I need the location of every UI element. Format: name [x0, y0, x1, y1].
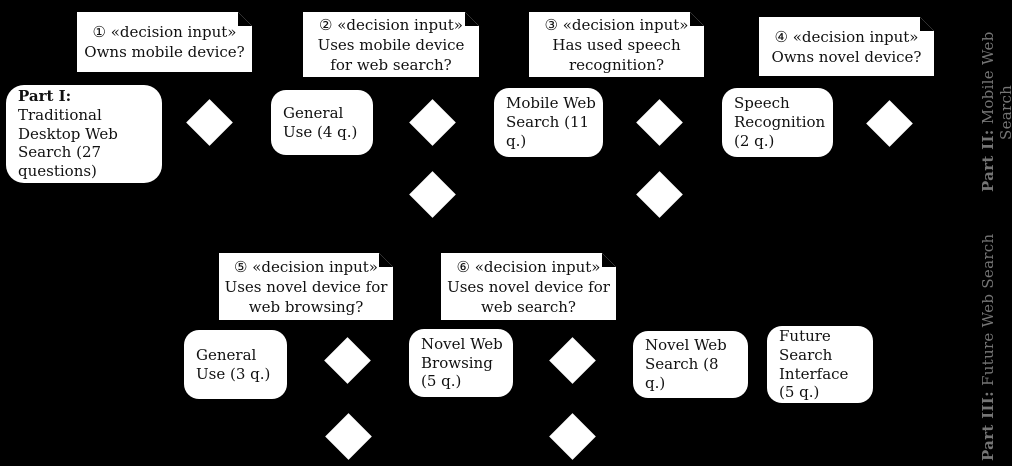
activity-body: General Use (3 q.): [196, 345, 271, 383]
side-label-prefix: Part II:: [979, 129, 997, 193]
note-question: Has used speech recognition?: [552, 35, 681, 74]
decision-diamond-4: [866, 100, 913, 147]
activity-body: Novel Web Browsing (5 q.): [421, 334, 503, 391]
side-label-part3-future-web-search: Part III: Future Web Search: [979, 232, 1005, 462]
activity-body: General Use (4 q.): [283, 103, 358, 141]
note-question: Uses novel device for web browsing?: [224, 277, 388, 316]
activity-speech-recognition-2q: Speech Recognition (2 q.): [722, 88, 833, 157]
note-decision-input-2: ② «decision input» Uses mobile device fo…: [303, 12, 479, 77]
note-label: ② «decision input»: [319, 15, 463, 34]
decision-diamond-2b: [409, 171, 456, 218]
activity-general-use-4q: General Use (4 q.): [271, 90, 373, 155]
folded-corner-icon: [690, 12, 704, 26]
note-decision-input-1: ① «decision input» Owns mobile device?: [77, 12, 252, 72]
decision-diamond-6b: [549, 413, 596, 460]
note-label: ⑤ «decision input»: [234, 257, 378, 276]
side-label-part2-mobile-web-search: Part II: Mobile Web Search: [979, 6, 1012, 218]
note-label: ⑥ «decision input»: [456, 257, 601, 276]
note-decision-input-3: ③ «decision input» Has used speech recog…: [529, 12, 704, 77]
note-question: Owns novel device?: [771, 47, 922, 66]
activity-general-use-3q: General Use (3 q.): [184, 330, 287, 399]
side-label-text: Mobile Web Search: [979, 31, 1012, 140]
folded-corner-icon: [465, 12, 479, 26]
side-label-text: Future Web Search: [979, 233, 997, 391]
decision-diamond-5b: [325, 413, 372, 460]
note-decision-input-4: ④ «decision input» Owns novel device?: [759, 17, 934, 76]
note-decision-input-6: ⑥ «decision input» Uses novel device for…: [441, 253, 616, 320]
folded-corner-icon: [238, 12, 252, 26]
activity-future-search-interface-5q: Future Search Interface (5 q.): [767, 326, 873, 403]
decision-diamond-3b: [636, 171, 683, 218]
activity-title: Part I:: [18, 87, 72, 105]
activity-body: Speech Recognition (2 q.): [734, 94, 826, 150]
folded-corner-icon: [379, 253, 393, 267]
note-label: ④ «decision input»: [774, 27, 919, 46]
note-decision-input-5: ⑤ «decision input» Uses novel device for…: [219, 253, 393, 320]
decision-diamond-2: [409, 99, 456, 146]
activity-body: Traditional Desktop Web Search (27 quest…: [18, 105, 118, 181]
folded-corner-icon: [920, 17, 934, 31]
note-question: Uses mobile device for web search?: [317, 35, 465, 74]
note-question: Owns mobile device?: [84, 43, 245, 61]
activity-body: Novel Web Search (8 q.): [645, 336, 727, 392]
activity-mobile-web-search-11q: Mobile Web Search (11 q.): [494, 88, 603, 157]
activity-novel-web-search-8q: Novel Web Search (8 q.): [633, 331, 748, 398]
decision-diamond-5: [324, 337, 371, 384]
folded-corner-icon: [602, 253, 616, 267]
note-question: Uses novel device for web search?: [447, 277, 610, 316]
side-label-prefix: Part III:: [979, 390, 997, 461]
note-label: ① «decision input»: [92, 23, 237, 41]
note-label: ③ «decision input»: [544, 15, 689, 34]
activity-body: Mobile Web Search (11 q.): [506, 94, 596, 150]
decision-diamond-1: [186, 99, 233, 146]
activity-part1-desktop-web-search: Part I: Traditional Desktop Web Search (…: [6, 85, 162, 183]
decision-diamond-6: [549, 337, 596, 384]
activity-body: Future Search Interface (5 q.): [779, 326, 849, 402]
decision-diamond-3: [636, 99, 683, 146]
activity-novel-web-browsing-5q: Novel Web Browsing (5 q.): [409, 329, 513, 397]
